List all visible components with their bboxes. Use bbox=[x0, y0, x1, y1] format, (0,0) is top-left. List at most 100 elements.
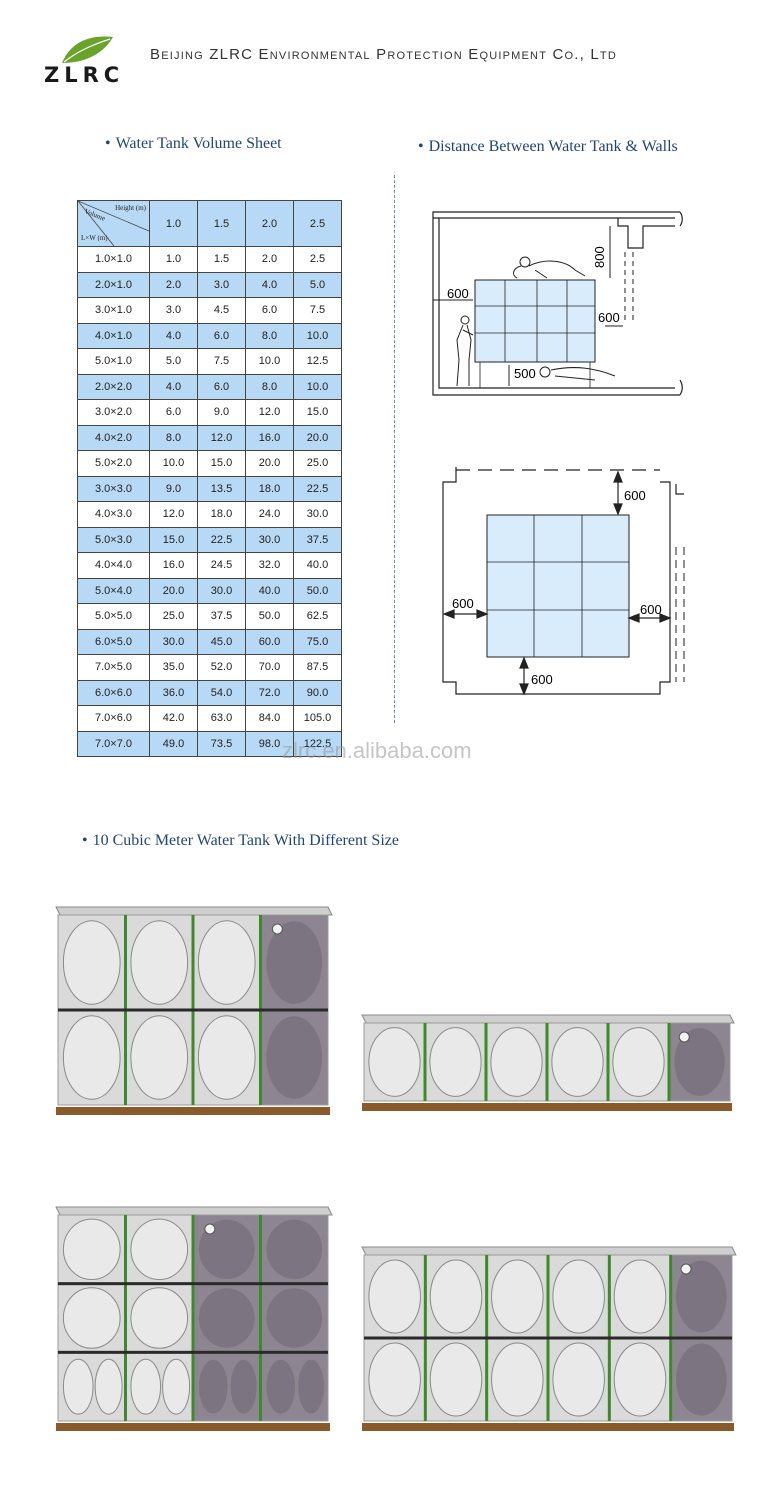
tank-seal bbox=[484, 1023, 488, 1101]
corner-lw-label: L×W (m) bbox=[81, 234, 108, 242]
tank-seal bbox=[669, 1338, 673, 1421]
side-view-diagram: 600 600 500 800 bbox=[432, 211, 683, 396]
height-header: 1.5 bbox=[197, 200, 246, 247]
tank-seal bbox=[485, 1338, 489, 1421]
tank-panel-dome bbox=[62, 1218, 121, 1281]
volume-cell: 6.0 bbox=[149, 399, 198, 426]
tank-top bbox=[361, 1014, 735, 1024]
column-divider bbox=[394, 175, 395, 723]
volume-cell: 12.0 bbox=[149, 501, 198, 528]
top-dim-right: 600 bbox=[640, 602, 662, 617]
volume-cell: 5.0 bbox=[293, 271, 342, 298]
tank-panel-dome bbox=[552, 1342, 605, 1417]
tank-base bbox=[56, 1107, 330, 1115]
volume-cell: 70.0 bbox=[245, 654, 294, 681]
volume-cell: 24.0 bbox=[245, 501, 294, 528]
volume-cell: 15.0 bbox=[293, 399, 342, 426]
height-header: 1.0 bbox=[149, 200, 198, 247]
company-name: Beijing ZLRC Environmental Protection Eq… bbox=[150, 46, 617, 63]
size-cell: 2.0×1.0 bbox=[77, 271, 150, 298]
size-cell: 6.0×5.0 bbox=[77, 628, 150, 655]
valve-icon bbox=[678, 1031, 690, 1043]
table-header-row: Height (m) Volume L×W (m) 1.0 1.5 2.0 2.… bbox=[77, 200, 342, 247]
volume-cell: 24.5 bbox=[197, 552, 246, 579]
tank-panel-dome bbox=[429, 1027, 482, 1097]
tank-panel-dome bbox=[62, 1287, 121, 1349]
tank-panel-dome bbox=[162, 1358, 191, 1415]
top-dim-left: 600 bbox=[452, 596, 474, 611]
size-cell: 4.0×2.0 bbox=[77, 424, 150, 451]
tank-seal bbox=[607, 1255, 611, 1338]
tank-panel-dome bbox=[675, 1342, 728, 1417]
volume-cell: 37.5 bbox=[293, 526, 342, 553]
tank-panel-dome bbox=[613, 1342, 667, 1417]
corner-height-label: Height (m) bbox=[115, 204, 146, 212]
tank-band bbox=[58, 1350, 328, 1354]
tank-panel-dome bbox=[130, 920, 189, 1005]
tank-panel-dome bbox=[130, 1218, 189, 1281]
volume-cell: 73.5 bbox=[197, 730, 246, 757]
volume-cell: 49.0 bbox=[149, 730, 198, 757]
volume-cell: 9.0 bbox=[197, 399, 246, 426]
volume-table: Height (m) Volume L×W (m) 1.0 1.5 2.0 2.… bbox=[77, 200, 342, 757]
table-corner-cell: Height (m) Volume L×W (m) bbox=[77, 200, 150, 247]
tank-panel-dome bbox=[297, 1358, 326, 1415]
tank-seal bbox=[259, 1283, 262, 1353]
tank-panel-dome bbox=[94, 1358, 123, 1415]
tank-panel-dome bbox=[551, 1027, 604, 1097]
size-cell: 3.0×3.0 bbox=[77, 475, 150, 502]
tank-seal bbox=[606, 1023, 610, 1101]
volume-cell: 60.0 bbox=[245, 628, 294, 655]
tank-base bbox=[56, 1423, 330, 1431]
volume-cell: 4.0 bbox=[149, 373, 198, 400]
tank-top bbox=[361, 1246, 737, 1256]
volume-cell: 3.0 bbox=[149, 297, 198, 324]
tank-seal bbox=[545, 1023, 549, 1101]
size-cell: 3.0×1.0 bbox=[77, 297, 150, 324]
valve-icon bbox=[271, 923, 283, 935]
tank-image-2x2 bbox=[55, 906, 333, 1115]
size-cell: 5.0×4.0 bbox=[77, 577, 150, 604]
tank-panel-dome bbox=[675, 1259, 728, 1334]
volume-sheet-title: •Water Tank Volume Sheet bbox=[105, 135, 282, 152]
tank-panel-dome bbox=[429, 1342, 483, 1417]
volume-cell: 8.0 bbox=[149, 424, 198, 451]
volume-cell: 16.0 bbox=[149, 552, 198, 579]
tank-image-5x1 bbox=[361, 1014, 735, 1111]
logo-text: ZLRC bbox=[44, 63, 125, 87]
size-cell: 7.0×6.0 bbox=[77, 705, 150, 732]
volume-cell: 25.0 bbox=[293, 450, 342, 477]
distance-title: •Distance Between Water Tank & Walls bbox=[418, 138, 678, 155]
volume-cell: 6.0 bbox=[197, 373, 246, 400]
size-cell: 5.0×5.0 bbox=[77, 603, 150, 630]
volume-cell: 10.0 bbox=[245, 348, 294, 375]
tank-panel-dome bbox=[62, 1015, 121, 1100]
volume-cell: 40.0 bbox=[293, 552, 342, 579]
size-cell: 5.0×3.0 bbox=[77, 526, 150, 553]
tank-panel-dome bbox=[368, 1027, 421, 1097]
size-cell: 4.0×3.0 bbox=[77, 501, 150, 528]
tank-seal bbox=[259, 915, 262, 1010]
volume-cell: 72.0 bbox=[245, 679, 294, 706]
volume-cell: 20.0 bbox=[245, 450, 294, 477]
volume-cell: 4.5 bbox=[197, 297, 246, 324]
volume-cell: 8.0 bbox=[245, 373, 294, 400]
volume-cell: 2.0 bbox=[149, 271, 198, 298]
tank-seal bbox=[191, 1283, 195, 1353]
volume-cell: 7.5 bbox=[197, 348, 246, 375]
size-cell: 5.0×1.0 bbox=[77, 348, 150, 375]
tank-panel-dome bbox=[62, 920, 121, 1005]
volume-cell: 4.0 bbox=[149, 322, 198, 349]
tank-panel-dome bbox=[429, 1259, 483, 1334]
